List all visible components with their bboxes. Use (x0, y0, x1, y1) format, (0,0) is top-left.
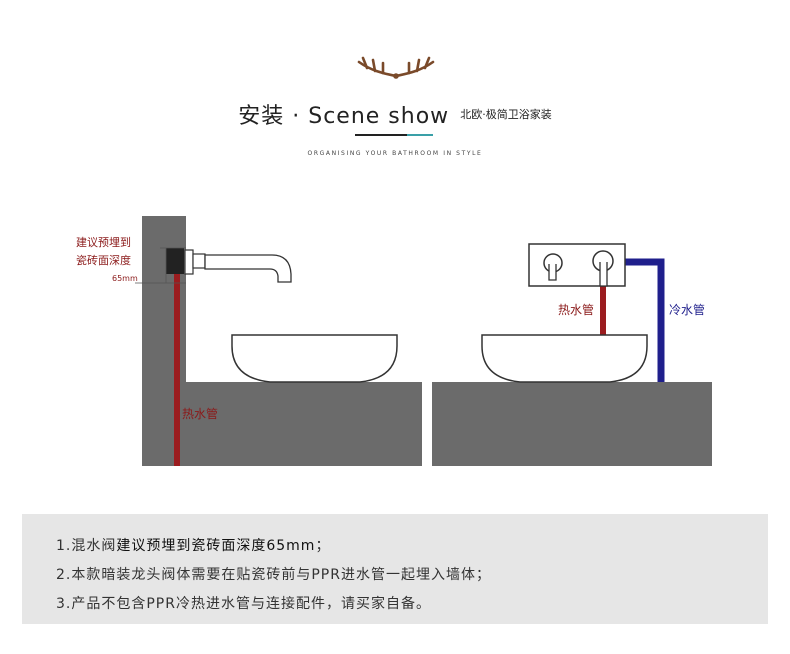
right-hot-pipe-label: 热水管 (558, 302, 594, 317)
note-item: 1.混水阀建议预埋到瓷砖面深度65mm； (56, 532, 768, 561)
note-prefix: 1.混水阀 (56, 538, 117, 554)
left-basin (231, 334, 398, 383)
page-subtitle: 北欧·极简卫浴家装 (460, 108, 552, 121)
left-hot-pipe (174, 270, 180, 466)
antler-logo-icon (357, 56, 435, 79)
valve-body-icon (166, 248, 184, 274)
right-counter (432, 382, 712, 466)
left-counter (142, 382, 422, 466)
right-hot-pipe (600, 278, 606, 336)
faucet-collar-icon (192, 253, 206, 269)
note-item: 2.本款暗装龙头阀体需要在贴瓷砖前与PPR进水管一起埋入墙体； (56, 561, 768, 590)
depth-note-line1: 建议预埋到 (76, 235, 131, 249)
note-item: 3.产品不包含PPR冷热进水管与连接配件，请买家自备。 (56, 590, 768, 619)
note-text: 3.产品不包含PPR冷热进水管与连接配件，请买家自备。 (56, 596, 431, 612)
handle-lever-icon (599, 262, 608, 287)
right-scene: 热水管 冷水管 (432, 243, 712, 466)
faucet-plate-icon (184, 249, 194, 275)
note-emphasis: 建议预埋到瓷砖面深度65mm (116, 538, 316, 554)
title-underline-accent (407, 134, 433, 136)
tagline: ORGANISING YOUR BATHROOM IN STYLE (307, 150, 483, 157)
title-underline (355, 134, 407, 136)
spout-neck-icon (548, 264, 557, 281)
installation-notes: 1.混水阀建议预埋到瓷砖面深度65mm； 2.本款暗装龙头阀体需要在贴瓷砖前与P… (22, 514, 768, 624)
cold-pipe-label: 冷水管 (669, 302, 705, 317)
installation-diagram: 建议预埋到 瓷砖面深度 65mm 热水管 热水管 冷水管 (76, 216, 712, 466)
depth-note-line2: 瓷砖面深度 (76, 253, 131, 267)
note-text: 2.本款暗装龙头阀体需要在贴瓷砖前与PPR进水管一起埋入墙体； (56, 567, 491, 583)
title-row: 安装 · Scene show 北欧·极简卫浴家装 (0, 98, 790, 130)
depth-value: 65mm (112, 274, 138, 283)
faucet-spout-icon (204, 254, 292, 283)
note-suffix: ； (315, 538, 331, 554)
left-scene: 建议预埋到 瓷砖面深度 65mm 热水管 (76, 216, 422, 466)
right-basin (481, 334, 648, 383)
left-hot-pipe-label: 热水管 (182, 406, 218, 421)
header: 安装 · Scene show 北欧·极简卫浴家装 ORGANISING YOU… (0, 0, 790, 170)
page-title: 安装 · Scene show (238, 104, 450, 129)
